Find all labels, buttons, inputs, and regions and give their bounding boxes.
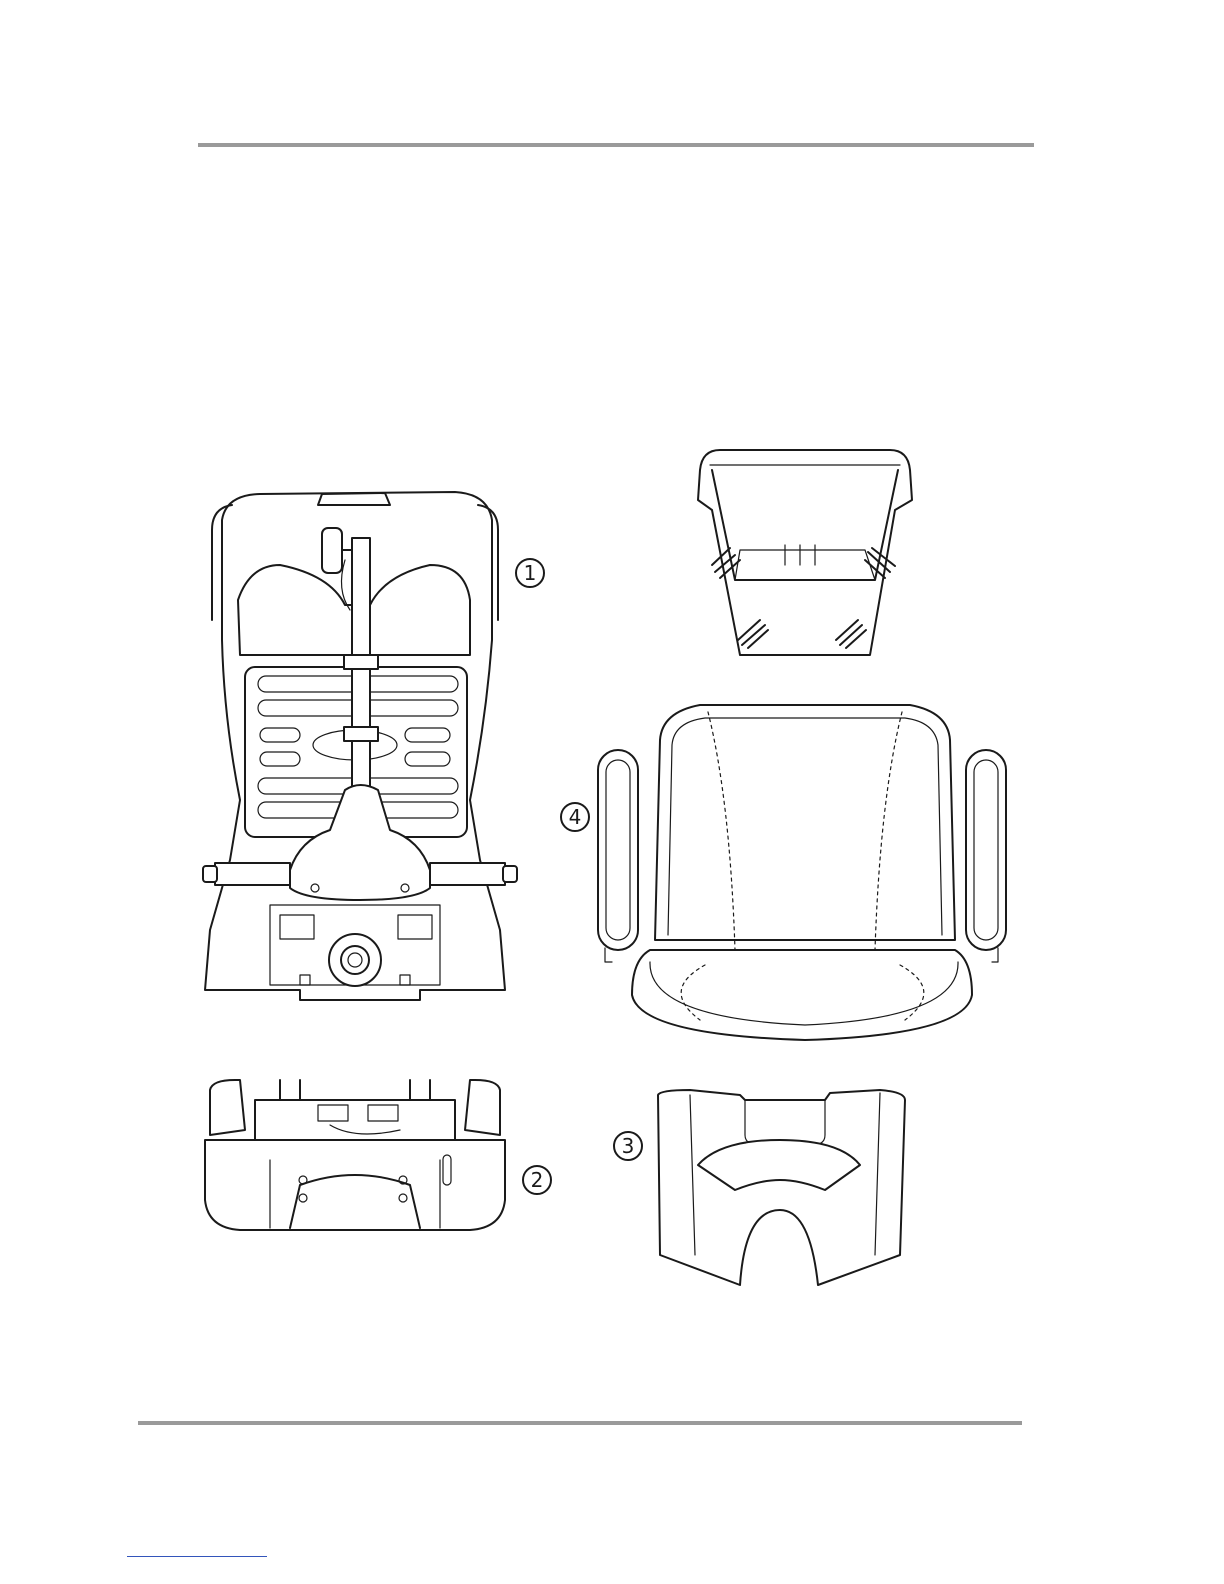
seat-illustration xyxy=(598,705,1006,1040)
bottom-rule xyxy=(138,1421,1022,1425)
footer-link-underline[interactable] xyxy=(127,1556,267,1557)
callout-1-marker: 1 xyxy=(515,558,545,588)
callout-4-label: 4 xyxy=(569,805,582,829)
callout-2-marker: 2 xyxy=(522,1165,552,1195)
callout-2-label: 2 xyxy=(531,1168,544,1192)
rear-section-with-tiller-illustration xyxy=(203,492,517,1000)
callout-3-marker: 3 xyxy=(613,1131,643,1161)
front-section-illustration xyxy=(205,1080,505,1230)
shroud-illustration xyxy=(658,1090,905,1285)
callout-1-label: 1 xyxy=(524,561,537,585)
basket-illustration xyxy=(698,450,912,655)
callout-3-label: 3 xyxy=(622,1134,635,1158)
callout-4-marker: 4 xyxy=(560,802,590,832)
